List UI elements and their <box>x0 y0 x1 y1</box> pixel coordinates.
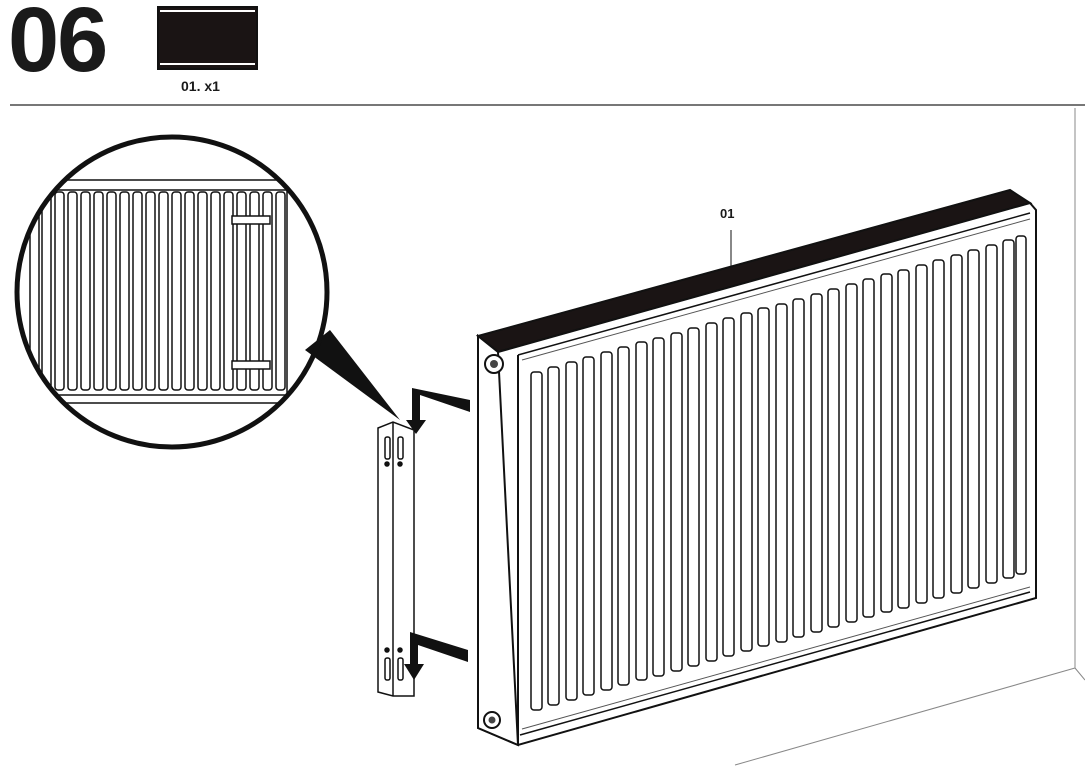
callout-label: 01 <box>720 206 735 221</box>
radiator-thumbnail-icon <box>157 6 258 70</box>
part-caption: 01. x1 <box>181 78 220 94</box>
header-divider <box>10 104 1085 106</box>
wall-corner-lines <box>734 108 1085 766</box>
assembly-illustration <box>14 108 1085 766</box>
radiator-panel <box>475 188 1037 747</box>
mounting-arrow-top <box>406 388 470 434</box>
radiator-fins <box>530 235 1027 711</box>
step-number: 06 <box>8 0 108 91</box>
wall-bracket <box>377 421 415 697</box>
mounting-arrow-bottom <box>404 632 468 680</box>
magnifier-pointer <box>305 330 400 420</box>
magnified-detail-circle <box>14 134 330 450</box>
